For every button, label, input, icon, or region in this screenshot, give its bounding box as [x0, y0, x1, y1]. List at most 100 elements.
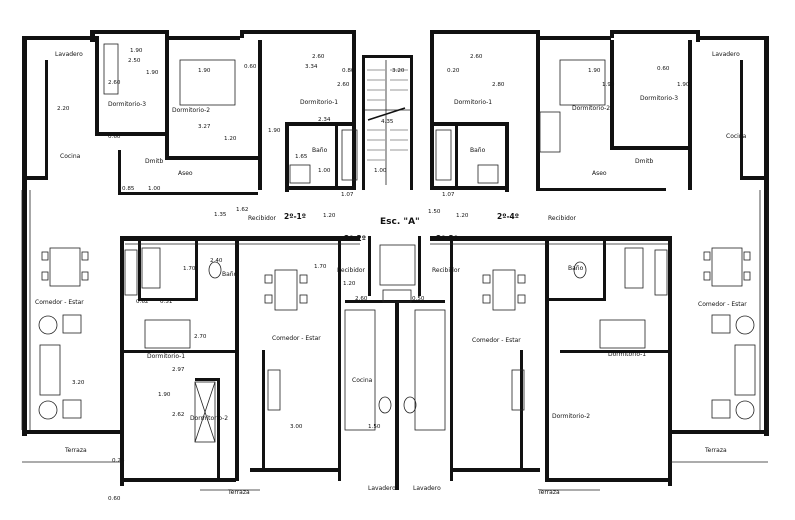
room-aseo-r: Aseo: [592, 170, 607, 177]
room-dormitorio2-r: Dormitorio-2: [572, 105, 610, 112]
room-dormitorio1-bl: Dormitorio-1: [147, 353, 185, 360]
svg-text:1.90: 1.90: [677, 82, 690, 88]
room-recibidor-cl: Recibidor: [337, 267, 366, 274]
unit-2-1: 2º-1º: [284, 212, 306, 221]
room-comedor-br: Comedor - Estar: [472, 337, 521, 344]
room-cocina-l: Cocina: [60, 153, 81, 160]
openings: [21, 43, 769, 491]
svg-text:0.50: 0.50: [412, 296, 425, 302]
room-dormitorio1-br: Dormitorio-1: [608, 351, 646, 358]
svg-text:0.24: 0.24: [112, 458, 125, 464]
svg-text:2.34: 2.34: [318, 117, 331, 123]
svg-text:2.40: 2.40: [210, 258, 223, 264]
room-dormitorio1-tr: Dormitorio-1: [454, 99, 492, 106]
room-bano-br: Baño: [568, 265, 584, 272]
svg-text:1.00: 1.00: [148, 186, 161, 192]
room-lavadero-bc: Lavadero: [368, 485, 396, 492]
svg-text:0.60: 0.60: [657, 66, 670, 72]
room-labels: Lavadero Dormitorio-3 Dormitorio-2 Dormi…: [35, 51, 747, 496]
svg-text:0.60: 0.60: [108, 496, 121, 502]
svg-text:0.20: 0.20: [447, 68, 460, 74]
svg-text:0.60: 0.60: [244, 64, 257, 70]
svg-text:3.27: 3.27: [198, 124, 211, 130]
svg-text:2.20: 2.20: [57, 106, 70, 112]
svg-text:2.80: 2.80: [492, 82, 505, 88]
svg-text:1.62: 1.62: [236, 207, 248, 213]
svg-text:2.50: 2.50: [128, 58, 141, 64]
svg-text:2.60: 2.60: [312, 54, 325, 60]
room-bano-bl: Baño: [222, 271, 238, 278]
svg-text:1.07: 1.07: [442, 192, 455, 198]
svg-text:3.20: 3.20: [72, 380, 85, 386]
svg-text:1.00: 1.00: [318, 168, 331, 174]
room-bano-tl: Baño: [312, 147, 328, 154]
svg-text:0.51: 0.51: [160, 299, 173, 305]
svg-text:3.34: 3.34: [305, 64, 318, 70]
svg-text:0.85: 0.85: [122, 186, 135, 192]
dimensions: 1.90 2.50 2.60 1.90 2.20 0.60 1.90 0.60 …: [57, 48, 690, 502]
svg-text:1.90: 1.90: [146, 70, 159, 76]
room-recibidor-l: Recibidor: [248, 215, 277, 222]
svg-text:1.35: 1.35: [214, 212, 227, 218]
room-cocina-bc: Cocina: [352, 377, 373, 384]
room-terraza-ll: Terraza: [64, 447, 87, 454]
unit-2-4: 2º-4º: [497, 212, 519, 221]
stair-label: Esc. "A": [380, 217, 420, 227]
svg-text:3.20: 3.20: [392, 68, 405, 74]
walls: [22, 30, 769, 490]
room-dormitorio2-bl: Dormitorio-2: [190, 415, 228, 422]
svg-text:0.60: 0.60: [108, 134, 121, 140]
svg-text:1.90: 1.90: [198, 68, 211, 74]
svg-text:1.07: 1.07: [341, 192, 354, 198]
svg-text:1.20: 1.20: [343, 281, 356, 287]
room-dormib-l: Dmitb: [145, 158, 163, 165]
room-dormitorio2-br: Dormitorio-2: [552, 413, 590, 420]
room-terraza-br: Terraza: [537, 489, 560, 496]
unit-labels: 2º-1º 2º-4º 2º-2º 2º-3º Esc. "A": [284, 212, 519, 243]
svg-text:1.50: 1.50: [368, 424, 381, 430]
svg-text:2.70: 2.70: [194, 334, 207, 340]
svg-text:1.20: 1.20: [323, 213, 336, 219]
unit-2-2: 2º-2º: [344, 234, 366, 243]
svg-text:2.60: 2.60: [337, 82, 350, 88]
svg-text:1.90: 1.90: [158, 392, 171, 398]
svg-text:0.62: 0.62: [136, 299, 148, 305]
room-comedor-rr: Comedor - Estar: [698, 301, 747, 308]
room-bano-tr: Baño: [470, 147, 486, 154]
svg-text:1.90: 1.90: [602, 82, 615, 88]
unit-2-3: 2º-3º: [436, 234, 458, 243]
room-dormib-r: Dmitb: [635, 158, 653, 165]
svg-text:1.50: 1.50: [428, 209, 441, 215]
room-lavadero-tr: Lavadero: [712, 51, 740, 58]
svg-text:2.97: 2.97: [172, 367, 185, 373]
room-recibidor-cr: Recibidor: [432, 267, 461, 274]
svg-text:1.90: 1.90: [130, 48, 143, 54]
room-terraza-rr: Terraza: [704, 447, 727, 454]
svg-text:1.90: 1.90: [588, 68, 601, 74]
svg-text:2.60: 2.60: [108, 80, 121, 86]
room-comedor-bl: Comedor - Estar: [272, 335, 321, 342]
room-recibidor-r: Recibidor: [548, 215, 577, 222]
svg-text:0.80: 0.80: [342, 68, 355, 74]
room-dormitorio1-tl: Dormitorio-1: [300, 99, 338, 106]
room-comedor-ll: Comedor - Estar: [35, 299, 84, 306]
svg-text:1.20: 1.20: [456, 213, 469, 219]
room-terraza-bl: Terraza: [227, 489, 250, 496]
furniture: [38, 247, 756, 420]
svg-text:2.62: 2.62: [172, 412, 184, 418]
svg-text:1.00: 1.00: [374, 168, 387, 174]
svg-text:4.35: 4.35: [381, 119, 394, 125]
svg-text:2.60: 2.60: [355, 296, 368, 302]
room-lavadero-bc2: Lavadero: [413, 485, 441, 492]
svg-text:1.20: 1.20: [224, 136, 237, 142]
svg-text:1.90: 1.90: [268, 128, 281, 134]
room-lavadero-tl: Lavadero: [55, 51, 83, 58]
room-cocina-r: Cocina: [726, 133, 747, 140]
svg-text:3.00: 3.00: [290, 424, 303, 430]
room-dormitorio3-r: Dormitorio-3: [640, 95, 678, 102]
room-aseo-l: Aseo: [178, 170, 193, 177]
svg-text:1.70: 1.70: [183, 266, 196, 272]
svg-text:1.70: 1.70: [314, 264, 327, 270]
room-dormitorio3-l: Dormitorio-3: [108, 101, 146, 108]
